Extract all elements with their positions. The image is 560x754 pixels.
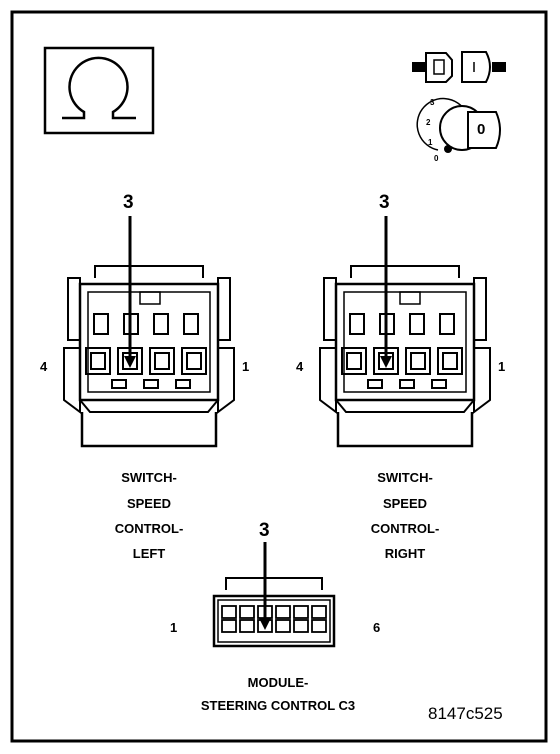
connector-left-drawing: [63, 216, 235, 448]
callout-module-pin3: 3: [259, 520, 270, 541]
pin-label-module-1: 1: [170, 620, 178, 635]
connector-right-label-1: SWITCH-: [377, 470, 433, 485]
connector-module-label-1: MODULE-: [247, 675, 309, 690]
pin-label-left-1: 1: [242, 359, 250, 374]
connector-left-label-3: CONTROL-: [114, 521, 184, 536]
connector-module-drawing: [212, 542, 336, 648]
connector-left-label-1: SWITCH-: [121, 470, 177, 485]
pin-label-right-4: 4: [296, 359, 304, 374]
ignition-key-icon: [416, 97, 501, 153]
key-label: 0: [477, 121, 486, 138]
disconnect-icon: [412, 51, 506, 83]
pin-label-right-1: 1: [498, 359, 506, 374]
connector-right-label-3: CONTROL-: [370, 521, 440, 536]
pin-label-module-6: 6: [373, 620, 381, 635]
callout-left-pin3: 3: [123, 192, 134, 213]
callout-right-pin3: 3: [379, 192, 390, 213]
figure-code: 8147c525: [428, 704, 503, 723]
ohmmeter-icon: [43, 46, 155, 135]
ignition-pos-2: 2: [426, 118, 431, 127]
connector-right-label-2: SPEED: [382, 496, 428, 511]
pin-label-left-4: 4: [40, 359, 48, 374]
connector-right-label-4: RIGHT: [384, 546, 426, 561]
connector-right-drawing: [319, 216, 491, 448]
outer-frame: [10, 10, 548, 743]
connector-module-label-2: STEERING CONTROL C3: [200, 698, 356, 713]
ignition-pos-1: 1: [428, 138, 433, 147]
ignition-pos-0: 0: [434, 154, 439, 163]
connector-left-label-4: LEFT: [132, 546, 166, 561]
ignition-pos-3: 3: [430, 98, 435, 107]
connector-left-label-2: SPEED: [126, 496, 172, 511]
